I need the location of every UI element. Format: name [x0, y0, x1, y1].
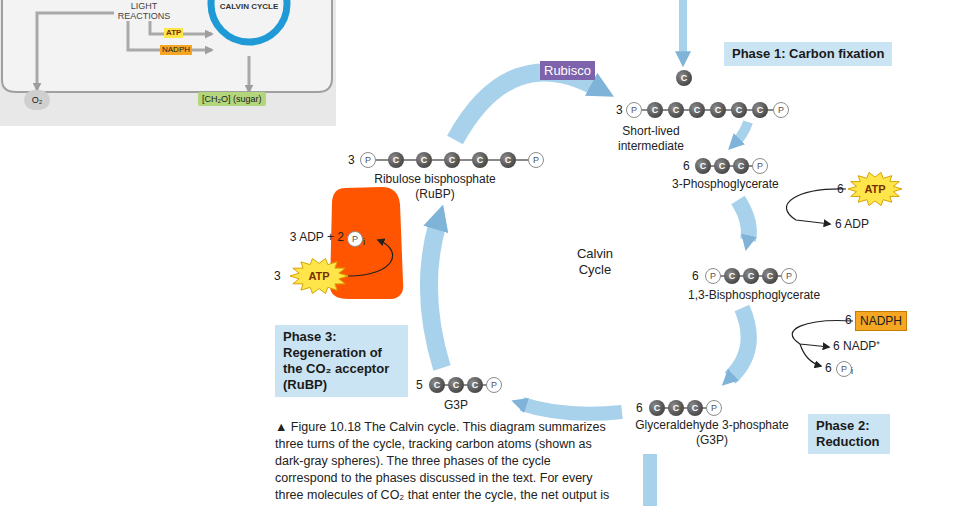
carbon-sphere: C [467, 377, 483, 393]
phase-box: Phase 3: Regeneration of the CO₂ accepto… [275, 325, 408, 397]
atp-starburst: ATP [848, 172, 902, 206]
nadph-box: NADPH [855, 311, 907, 331]
phase-box: Phase 1: Carbon fixation [724, 42, 892, 66]
carbon-sphere: C [448, 377, 464, 393]
molecule-label: G3P [444, 398, 468, 413]
carbon-sphere: C [752, 102, 768, 118]
molecule-label: Glyceraldehyde 3-phosphate (G3P) [620, 418, 804, 448]
carbon-sphere: C [733, 158, 749, 174]
phosphate-circle: P [836, 361, 852, 377]
carbon-sphere: C [676, 70, 692, 86]
cycle-label: CALVIN CYCLE [212, 0, 286, 56]
edge-label: NADPH [160, 45, 192, 55]
edge-label: ATP [164, 28, 183, 38]
carbon-sphere: C [649, 400, 665, 416]
node-text: Rubisco [544, 62, 591, 79]
count-number: 6 [825, 360, 832, 376]
carbon-sphere: C [416, 152, 432, 168]
cycle-arrow [522, 404, 622, 414]
node-text: NADPH [860, 313, 902, 329]
phosphate-circle: P [781, 268, 797, 284]
node-text: LIGHT REACTIONS [114, 1, 174, 21]
phosphate-circle: P [486, 377, 502, 393]
phosphate-circle: P [752, 158, 768, 174]
phosphate-circle: P [626, 102, 642, 118]
carbon-sphere: C [668, 400, 684, 416]
count-number: 3 [348, 152, 355, 168]
molecule-label: 3-Phosphoglycerate [672, 177, 779, 192]
atp-starburst: ATP [290, 258, 348, 294]
count-number: 6 [636, 400, 643, 416]
carbon-sphere: C [429, 377, 445, 393]
cycle-arrow [736, 122, 748, 142]
starburst-outline [290, 259, 348, 294]
molecule-label: Calvin Cycle [567, 246, 623, 278]
phosphate-circle: P [706, 400, 722, 416]
count-number: 6 [845, 312, 852, 328]
carbon-sphere: C [731, 102, 747, 118]
enzyme-box: Rubisco [540, 61, 595, 80]
count-number: 6 [692, 268, 699, 284]
carbon-sphere: C [500, 152, 516, 168]
carbon-sphere: C [472, 152, 488, 168]
cycle-arrow [730, 308, 749, 378]
carbon-sphere: C [714, 158, 730, 174]
flow-arrow [248, 56, 251, 92]
node-text: [CH₂O] (sugar) [202, 94, 262, 104]
node-text: Phase 1: Carbon fixation [732, 46, 884, 62]
molecule-label: 6 ADP [835, 217, 869, 232]
phosphate-circle: P [773, 102, 789, 118]
count-number: 6 [837, 181, 844, 197]
co2-arrow [679, 0, 687, 56]
count-number: 3 [274, 268, 281, 284]
carbon-sphere: C [710, 102, 726, 118]
carbon-sphere: C [687, 400, 703, 416]
carbon-sphere: C [689, 102, 705, 118]
carbon-sphere: C [762, 268, 778, 284]
node-text: Phase 3: Regeneration of the CO₂ accepto… [283, 329, 400, 393]
calvin-ring [211, 0, 287, 42]
phosphate-circle: P [528, 152, 544, 168]
node-text: Phase 2: Reduction [816, 418, 882, 450]
molecule-label: 3 ADP + 2 [278, 230, 344, 245]
product-bubble: O₂ [24, 90, 50, 110]
node-text: ATP [864, 183, 885, 195]
molecule-label: Ribulose bisphosphate (RuBP) [362, 172, 508, 202]
carbon-sphere: C [724, 268, 740, 284]
carbon-sphere: C [743, 268, 759, 284]
phosphate-circle: P [705, 268, 721, 284]
carbon-sphere: C [444, 152, 460, 168]
cycle-arrow [429, 222, 442, 368]
phosphate-circle: P [347, 231, 363, 247]
node-text: O₂ [32, 95, 43, 105]
figure-caption: ▲ Figure 10.18 The Calvin cycle. This di… [275, 419, 615, 504]
molecule-label: i [363, 237, 365, 247]
carbon-sphere: C [695, 158, 711, 174]
flow-arrow [37, 13, 114, 90]
carbon-sphere: C [388, 152, 404, 168]
count-number: 6 [683, 158, 690, 174]
phase-box: Phase 2: Reduction [808, 414, 890, 454]
pi-arrow [800, 344, 821, 366]
cycle-arrow [738, 200, 749, 240]
count-number: 5 [416, 377, 423, 393]
count-number: 3 [616, 102, 623, 118]
carbon-sphere: C [668, 102, 684, 118]
molecule-label: i [851, 366, 853, 376]
output-arrow [643, 454, 657, 506]
stage-label: LIGHT REACTIONS [114, 1, 174, 21]
molecule-label: 1,3-Bisphosphoglycerate [688, 288, 820, 303]
node-text: ATP [308, 270, 329, 282]
molecule-label: Short-lived intermediate [604, 124, 698, 154]
product-box: [CH₂O] (sugar) [198, 92, 266, 106]
molecule-label: 6 NADP⁺ [833, 339, 880, 354]
node-text: CALVIN CYCLE [212, 2, 286, 12]
starburst-outline [848, 172, 902, 205]
carbon-sphere: C [647, 102, 663, 118]
phosphate-circle: P [360, 152, 376, 168]
cycle-arrow [455, 72, 598, 140]
